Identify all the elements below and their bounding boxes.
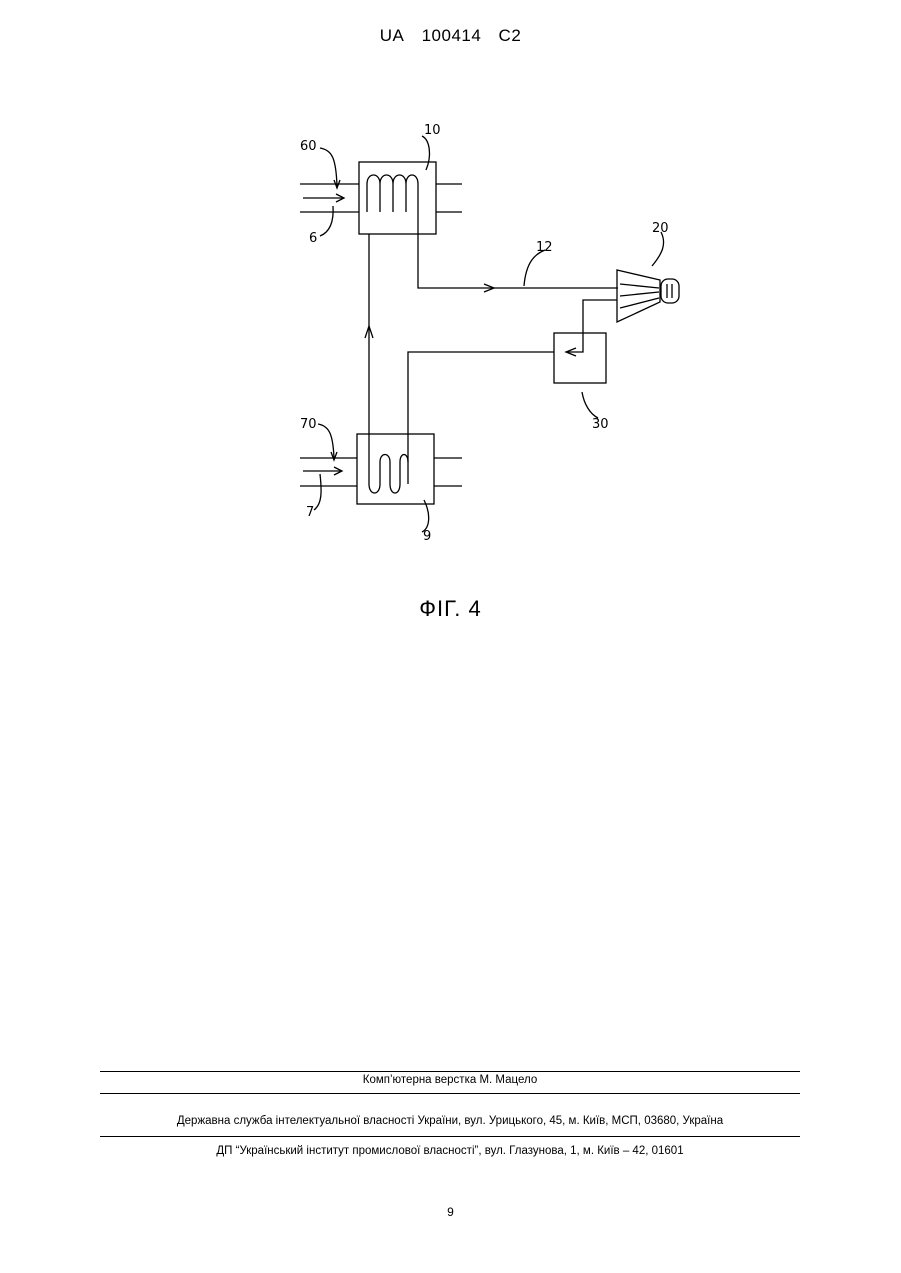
leader-6 bbox=[320, 206, 333, 236]
unit-30 bbox=[554, 333, 606, 383]
generator-20 bbox=[661, 279, 679, 303]
leader-9 bbox=[422, 500, 429, 532]
leader-12 bbox=[524, 250, 545, 286]
leader-10 bbox=[422, 136, 429, 170]
footer-rule-3 bbox=[100, 1136, 800, 1137]
coil-9 bbox=[369, 455, 408, 494]
line-12 bbox=[418, 212, 618, 288]
ref-6: 6 bbox=[309, 231, 317, 246]
layout-credit: Комп’ютерна верстка М. Мацело bbox=[100, 1074, 800, 1086]
heat-exchanger-10 bbox=[359, 162, 436, 234]
footer-rule-2 bbox=[100, 1093, 800, 1094]
figure-caption: ФІГ. 4 bbox=[0, 596, 901, 622]
ref-12: 12 bbox=[536, 240, 553, 255]
ip-office-address: Державна служба інтелектуальної власност… bbox=[100, 1115, 800, 1127]
ref-70: 70 bbox=[300, 417, 317, 432]
page-number: 9 bbox=[0, 1205, 901, 1219]
line-turbine-to-30 bbox=[568, 300, 617, 352]
institute-address: ДП “Український інститут промислової вла… bbox=[100, 1145, 800, 1157]
coil-10 bbox=[367, 175, 418, 212]
line-30-to-9 bbox=[408, 352, 554, 462]
patent-drawing: 60 10 6 12 20 30 70 7 9 bbox=[0, 0, 901, 600]
ref-30: 30 bbox=[592, 417, 609, 432]
leader-30 bbox=[582, 392, 598, 418]
ref-10: 10 bbox=[424, 123, 441, 138]
ref-60: 60 bbox=[300, 139, 317, 154]
ref-7: 7 bbox=[306, 505, 314, 520]
leader-20 bbox=[652, 232, 664, 266]
ref-20: 20 bbox=[652, 221, 669, 236]
leader-7 bbox=[314, 474, 321, 510]
ref-9: 9 bbox=[423, 529, 431, 544]
footer-rule-1 bbox=[100, 1071, 800, 1072]
